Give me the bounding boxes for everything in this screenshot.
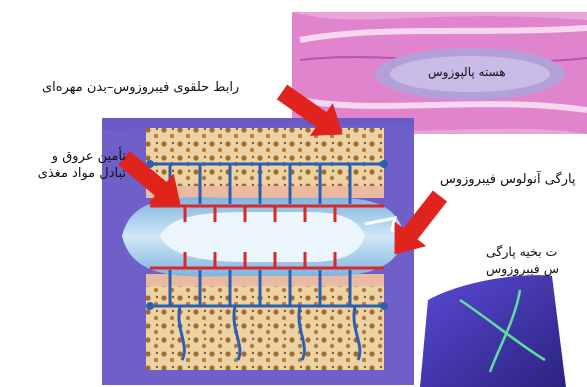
label-vessel-line2: تبادل مواد مغذی bbox=[6, 165, 126, 182]
label-annulus-tear: پارگی آنولوس فیبروزوس bbox=[440, 171, 576, 188]
label-repair-line1: ت بخیه پارگی bbox=[486, 243, 587, 260]
disc-cross-section bbox=[102, 118, 414, 385]
label-nucleus-pulposus: هسته پالپوزوس bbox=[428, 64, 506, 81]
label-repair-line2: س فیبروزوس bbox=[486, 260, 587, 277]
label-annulus-vertebral-junction: رابط حلقوی فیبروزوس–بدن مهره‌ای bbox=[42, 79, 239, 96]
label-suture-repair: ت بخیه پارگی س فیبروزوس bbox=[486, 243, 587, 277]
label-vessel-supply: تأمین عروق و تبادل مواد مغذی bbox=[6, 148, 126, 182]
upper-vertebra bbox=[146, 128, 384, 188]
suture-patch-image bbox=[420, 275, 566, 387]
label-vessel-line1: تأمین عروق و bbox=[6, 148, 126, 165]
